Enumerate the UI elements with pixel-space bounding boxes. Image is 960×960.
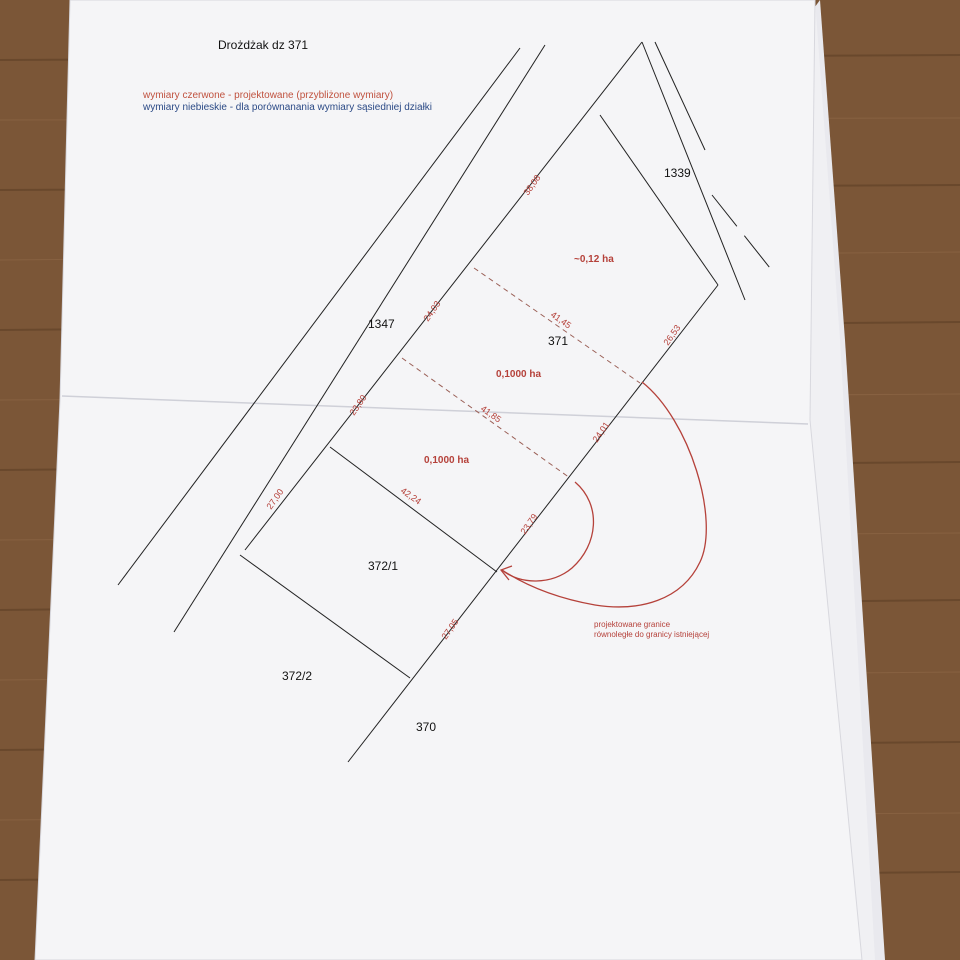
parcel-label: 372/2 bbox=[282, 669, 312, 683]
road-line-right bbox=[173, 44, 546, 633]
boundary-1339-left bbox=[641, 41, 746, 301]
area-label-upper: ~0,12 ha bbox=[574, 254, 614, 265]
paper-fold-crease bbox=[61, 395, 809, 425]
parcel-label: 370 bbox=[416, 720, 436, 734]
parcel-label: 372/1 bbox=[368, 559, 398, 573]
annotation-line-1: projektowane granice bbox=[594, 620, 671, 629]
parcel-label: 1347 bbox=[368, 317, 395, 331]
page-title: Drożdżak dz 371 bbox=[218, 38, 308, 52]
paper-sheet bbox=[34, 0, 863, 960]
annotation-line-2: równoległe do granicy istniejącej bbox=[594, 630, 709, 639]
boundary-1339-right bbox=[654, 41, 706, 151]
area-label-middle: 0,1000 ha bbox=[496, 369, 541, 380]
parcel-label: 1339 bbox=[664, 166, 691, 180]
boundary-1339-dashed bbox=[711, 194, 771, 269]
area-label-lower: 0,1000 ha bbox=[424, 455, 469, 466]
boundary-east bbox=[347, 284, 719, 763]
projected-boundary-lower bbox=[401, 357, 571, 479]
boundary-372-1-south bbox=[239, 554, 411, 679]
annotation-curve-inner bbox=[501, 481, 595, 582]
annotation-curve-outer bbox=[501, 381, 707, 608]
legend-red-text: wymiary czerwone - projektowane (przybli… bbox=[142, 90, 393, 101]
boundary-north-west bbox=[244, 41, 643, 551]
projected-boundary-upper bbox=[473, 267, 641, 384]
parcel-label: 371 bbox=[548, 334, 568, 348]
annotation-arrowhead bbox=[499, 565, 513, 581]
boundary-371-top bbox=[599, 114, 719, 286]
legend-blue-text: wymiary niebieskie - dla porównanania wy… bbox=[142, 102, 432, 113]
boundary-372-1-north bbox=[329, 446, 498, 573]
road-line-left bbox=[117, 47, 521, 586]
